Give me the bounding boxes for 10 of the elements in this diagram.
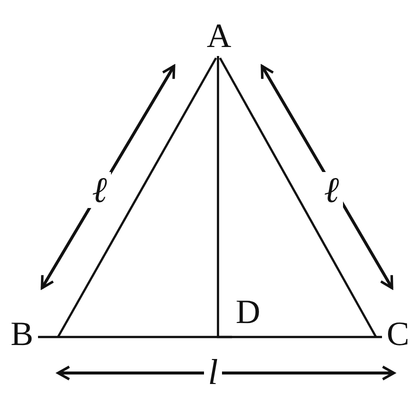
dimension-label: ℓ (88, 172, 111, 208)
triangle-side (38, 336, 382, 338)
vertex-label: C (382, 318, 414, 354)
triangle-side (216, 56, 232, 338)
triangle-side (219, 57, 377, 338)
triangle-side (57, 57, 217, 338)
vertex-label: D (232, 296, 264, 332)
vertex-label: B (6, 318, 38, 354)
dimension-label: ℓ (320, 172, 343, 208)
vertex-label: A (203, 20, 235, 56)
